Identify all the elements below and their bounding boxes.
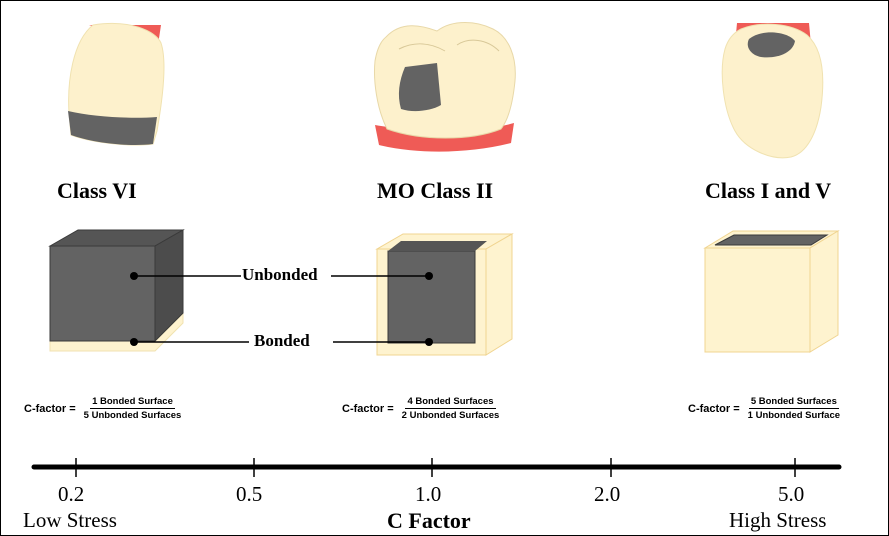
- formula-denominator: 5 Unbonded Surfaces: [83, 410, 182, 421]
- formula-numerator: 4 Bonded Surfaces: [405, 396, 496, 409]
- c-factor-formula: C-factor = 5 Bonded Surfaces 1 Unbonded …: [688, 396, 842, 421]
- formula-denominator: 1 Unbonded Surface: [747, 410, 841, 421]
- c-factor-formula: C-factor = 4 Bonded Surfaces 2 Unbonded …: [342, 396, 501, 421]
- formula-fraction: 1 Bonded Surface 5 Unbonded Surfaces: [82, 396, 184, 421]
- tooth-mo-class-ii-icon: [374, 22, 516, 152]
- axis-title: C Factor: [387, 508, 471, 533]
- high-stress-label: High Stress: [729, 508, 827, 532]
- callout-lines: [130, 272, 433, 346]
- formula-fraction: 5 Bonded Surfaces 1 Unbonded Surface: [746, 396, 842, 421]
- c-factor-formula: C-factor = 1 Bonded Surface 5 Unbonded S…: [24, 396, 183, 421]
- tick-label: 5.0: [778, 482, 805, 506]
- tick-label: 0.2: [58, 482, 85, 506]
- cube-class-i-v: [703, 230, 840, 353]
- bonded-label: Bonded: [254, 331, 310, 350]
- cube-mo-class-ii: [375, 233, 514, 356]
- unbonded-label: Unbonded: [242, 265, 318, 284]
- formula-denominator: 2 Unbonded Surfaces: [401, 410, 500, 421]
- formula-numerator: 1 Bonded Surface: [90, 396, 175, 409]
- class-title: MO Class II: [377, 178, 494, 203]
- formula-label: C-factor =: [342, 402, 394, 415]
- formula-label: C-factor =: [688, 402, 740, 415]
- tick-label: 0.5: [236, 482, 263, 506]
- tooth-class-i-v-icon: [721, 23, 824, 159]
- tooth-class-vi-icon: [68, 22, 165, 146]
- class-title: Class VI: [57, 178, 137, 203]
- c-factor-axis: [31, 458, 842, 477]
- tick-label: 2.0: [594, 482, 621, 506]
- formula-numerator: 5 Bonded Surfaces: [748, 396, 839, 409]
- tick-label: 1.0: [415, 482, 442, 506]
- cube-class-vi: [48, 229, 185, 352]
- low-stress-label: Low Stress: [23, 508, 117, 532]
- class-title: Class I and V: [705, 178, 832, 203]
- formula-fraction: 4 Bonded Surfaces 2 Unbonded Surfaces: [400, 396, 502, 421]
- formula-label: C-factor =: [24, 402, 76, 415]
